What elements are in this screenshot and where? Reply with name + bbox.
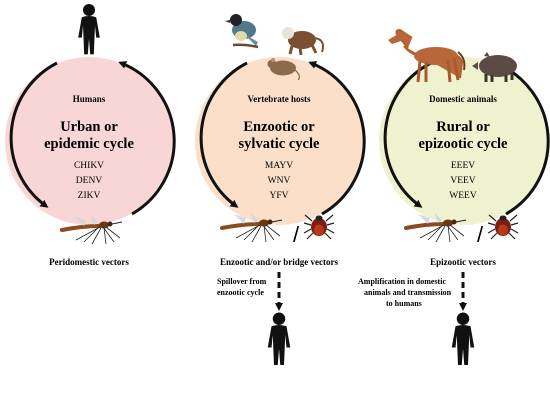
urban-virus-3: ZIKV xyxy=(78,191,101,201)
rural-title-line1: Rural or xyxy=(436,119,490,135)
enzootic-vector-label: Enzootic and/or bridge vectors xyxy=(220,257,339,267)
enzootic-title-line2: sylvatic cycle xyxy=(239,136,320,152)
rural-virus-2: VEEV xyxy=(450,176,475,186)
rural-vector-label: Epizootic vectors xyxy=(430,257,496,267)
pig-icon xyxy=(472,52,517,82)
spillover-line2: enzootic cycle xyxy=(217,288,264,297)
urban-cycle: Humans Urban or epidemic cycle CHIKV DEN… xyxy=(5,3,176,267)
rural-arrow-right xyxy=(492,61,550,216)
urban-virus-2: DENV xyxy=(76,176,103,186)
enzootic-arrow-right xyxy=(308,61,366,216)
rodent-icon xyxy=(267,58,301,81)
vector-separator: / xyxy=(477,222,484,247)
enzootic-title-line1: Enzootic or xyxy=(243,119,315,135)
urban-arrow-left xyxy=(9,61,58,208)
amplification-line1: Amplification in domestic xyxy=(358,277,446,286)
vector-separator: / xyxy=(293,222,300,247)
rural-cycle-circle xyxy=(379,57,547,225)
enzootic-virus-1: MAYV xyxy=(265,161,293,171)
amplification-line3: to humans xyxy=(386,299,422,308)
rural-host-label: Domestic animals xyxy=(429,94,497,104)
enzootic-virus-3: YFV xyxy=(269,191,288,201)
amplification-line2: animals and transmission xyxy=(364,288,452,297)
monkey-icon xyxy=(282,27,325,56)
tick-icon xyxy=(303,214,335,240)
rural-arrow-left xyxy=(383,61,432,208)
human-icon xyxy=(267,312,291,365)
rural-virus-1: EEEV xyxy=(451,161,475,171)
urban-title-line2: epidemic cycle xyxy=(44,136,134,152)
urban-arrow-right xyxy=(118,61,176,216)
enzootic-arrow-left xyxy=(199,61,248,208)
urban-host-label: Humans xyxy=(73,94,106,104)
tick-icon xyxy=(487,214,519,240)
human-icon xyxy=(78,3,100,55)
horse-icon xyxy=(388,28,466,83)
rural-virus-3: WEEV xyxy=(449,191,477,201)
rural-title-line2: epizootic cycle xyxy=(419,136,509,152)
bird-icon xyxy=(225,14,259,49)
enzootic-virus-2: WNV xyxy=(268,176,291,186)
spillover-line1: Spillover from xyxy=(217,277,267,286)
urban-cycle-circle xyxy=(5,57,173,225)
urban-virus-1: CHIKV xyxy=(74,161,104,171)
rural-cycle: Domestic animals Rural or epizootic cycl… xyxy=(358,28,550,365)
urban-title-line1: Urban or xyxy=(60,119,118,135)
enzootic-cycle-circle xyxy=(195,57,363,225)
enzootic-host-label: Vertebrate hosts xyxy=(248,94,311,104)
enzootic-cycle: Vertebrate hosts Enzootic or sylvatic cy… xyxy=(195,14,366,365)
human-icon xyxy=(451,312,475,365)
urban-vector-label: Peridomestic vectors xyxy=(49,257,129,267)
